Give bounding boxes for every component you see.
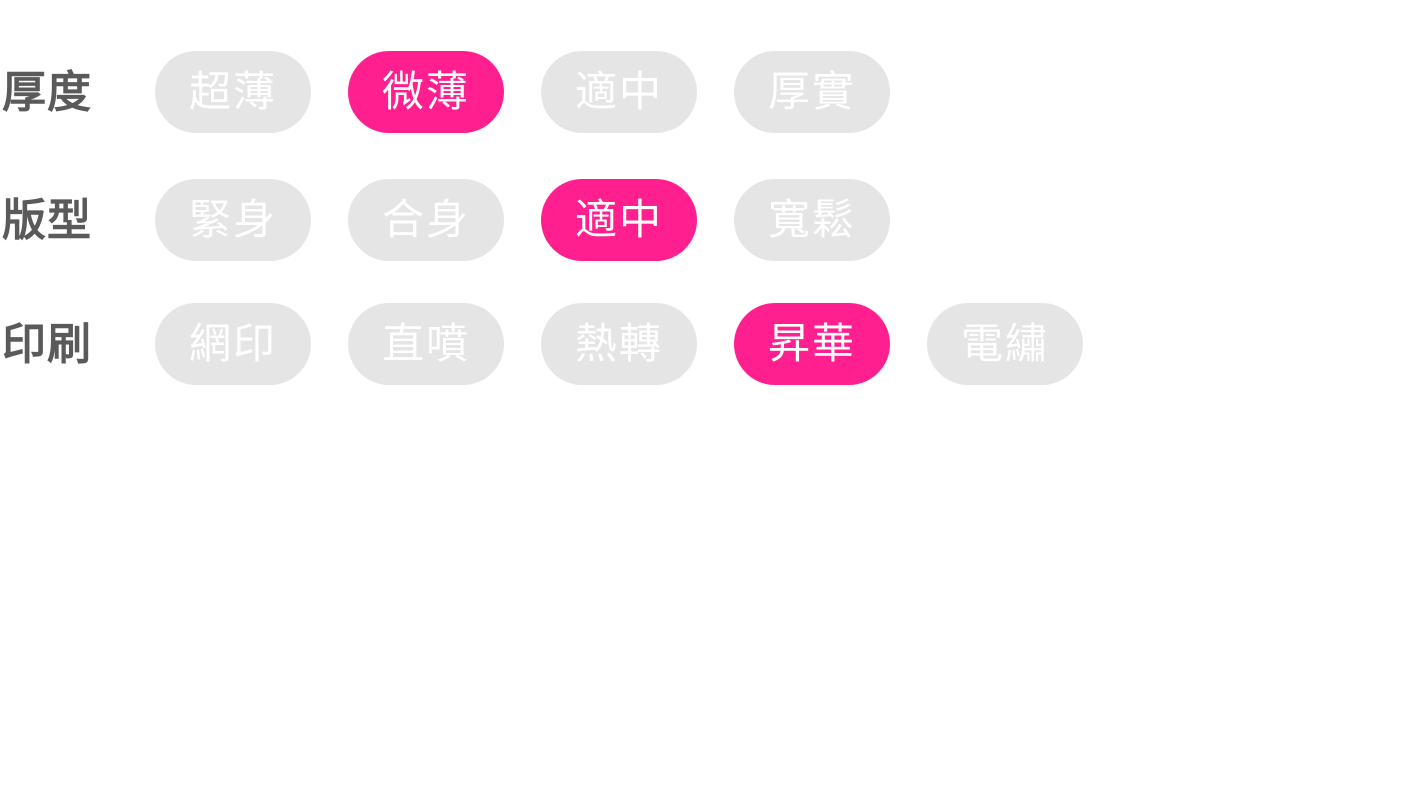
thickness-option-1[interactable]: 超薄 [155,51,311,133]
thickness-option-4[interactable]: 厚實 [734,51,890,133]
print-option-5[interactable]: 電繡 [927,303,1083,385]
fit-row: 版型 緊身 合身 適中 寬鬆 [0,179,1200,263]
thickness-option-3[interactable]: 適中 [541,51,697,133]
fit-option-3[interactable]: 適中 [541,179,697,261]
print-option-4[interactable]: 昇華 [734,303,890,385]
thickness-row: 厚度 超薄 微薄 適中 厚實 [0,51,1200,135]
thickness-option-2[interactable]: 微薄 [348,51,504,133]
print-option-1[interactable]: 網印 [155,303,311,385]
print-label: 印刷 [2,319,92,370]
thickness-label: 厚度 [2,67,92,118]
fit-option-4[interactable]: 寬鬆 [734,179,890,261]
print-option-2[interactable]: 直噴 [348,303,504,385]
print-option-3[interactable]: 熱轉 [541,303,697,385]
fit-option-2[interactable]: 合身 [348,179,504,261]
fit-label: 版型 [2,195,92,246]
print-row: 印刷 網印 直噴 熱轉 昇華 電繡 [0,303,1200,387]
fit-option-1[interactable]: 緊身 [155,179,311,261]
